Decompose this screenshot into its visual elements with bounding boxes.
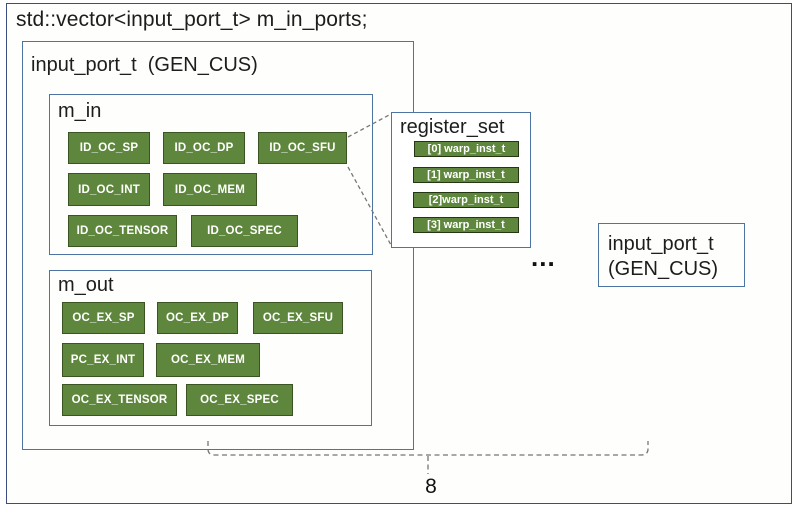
port-id-oc-mem: ID_OC_MEM	[163, 173, 257, 206]
register-set-box: register_set [0] warp_inst_t [1] warp_in…	[391, 112, 531, 248]
m-in-label: m_in	[58, 100, 102, 122]
port-id-oc-tensor: ID_OC_TENSOR	[68, 215, 177, 247]
input-port-box: input_port_t (GEN_CUS) m_in ID_OC_SP ID_…	[22, 41, 414, 450]
warp-inst-row-0: [0] warp_inst_t	[414, 141, 519, 157]
port-oc-ex-sp: OC_EX_SP	[62, 302, 145, 334]
port-id-oc-spec: ID_OC_SPEC	[191, 215, 298, 247]
port-id-oc-sp: ID_OC_SP	[68, 132, 150, 164]
warp-inst-row-2: [2]warp_inst_t	[413, 192, 519, 208]
port-id-oc-int: ID_OC_INT	[68, 173, 150, 206]
register-set-label: register_set	[400, 116, 505, 138]
outer-frame	[6, 3, 792, 504]
vector-size-label: 8	[425, 475, 437, 498]
port-oc-ex-mem: OC_EX_MEM	[156, 343, 260, 377]
m-in-box: m_in ID_OC_SP ID_OC_DP ID_OC_SFU ID_OC_I…	[49, 94, 373, 255]
m-out-label: m_out	[58, 274, 114, 296]
input-port-heading: input_port_t (GEN_CUS)	[31, 54, 258, 76]
port-oc-ex-tensor: OC_EX_TENSOR	[62, 384, 177, 416]
last-port-line1: input_port_t	[608, 233, 714, 255]
last-port-line2: (GEN_CUS)	[608, 258, 719, 280]
m-out-box: m_out OC_EX_SP OC_EX_DP OC_EX_SFU PC_EX_…	[49, 270, 372, 426]
port-id-oc-sfu: ID_OC_SFU	[258, 132, 347, 164]
warp-inst-row-1: [1] warp_inst_t	[413, 167, 519, 183]
port-oc-ex-dp: OC_EX_DP	[157, 302, 238, 334]
port-id-oc-dp: ID_OC_DP	[163, 132, 245, 164]
vector-declaration-title: std::vector<input_port_t> m_in_ports;	[16, 8, 368, 31]
port-oc-ex-spec: OC_EX_SPEC	[186, 384, 293, 416]
port-oc-ex-sfu: OC_EX_SFU	[253, 302, 343, 334]
port-pc-ex-int: PC_EX_INT	[62, 343, 144, 377]
last-input-port-box: input_port_t (GEN_CUS)	[598, 223, 745, 287]
ellipsis-label: ...	[531, 242, 556, 272]
warp-inst-row-3: [3] warp_inst_t	[413, 217, 519, 233]
